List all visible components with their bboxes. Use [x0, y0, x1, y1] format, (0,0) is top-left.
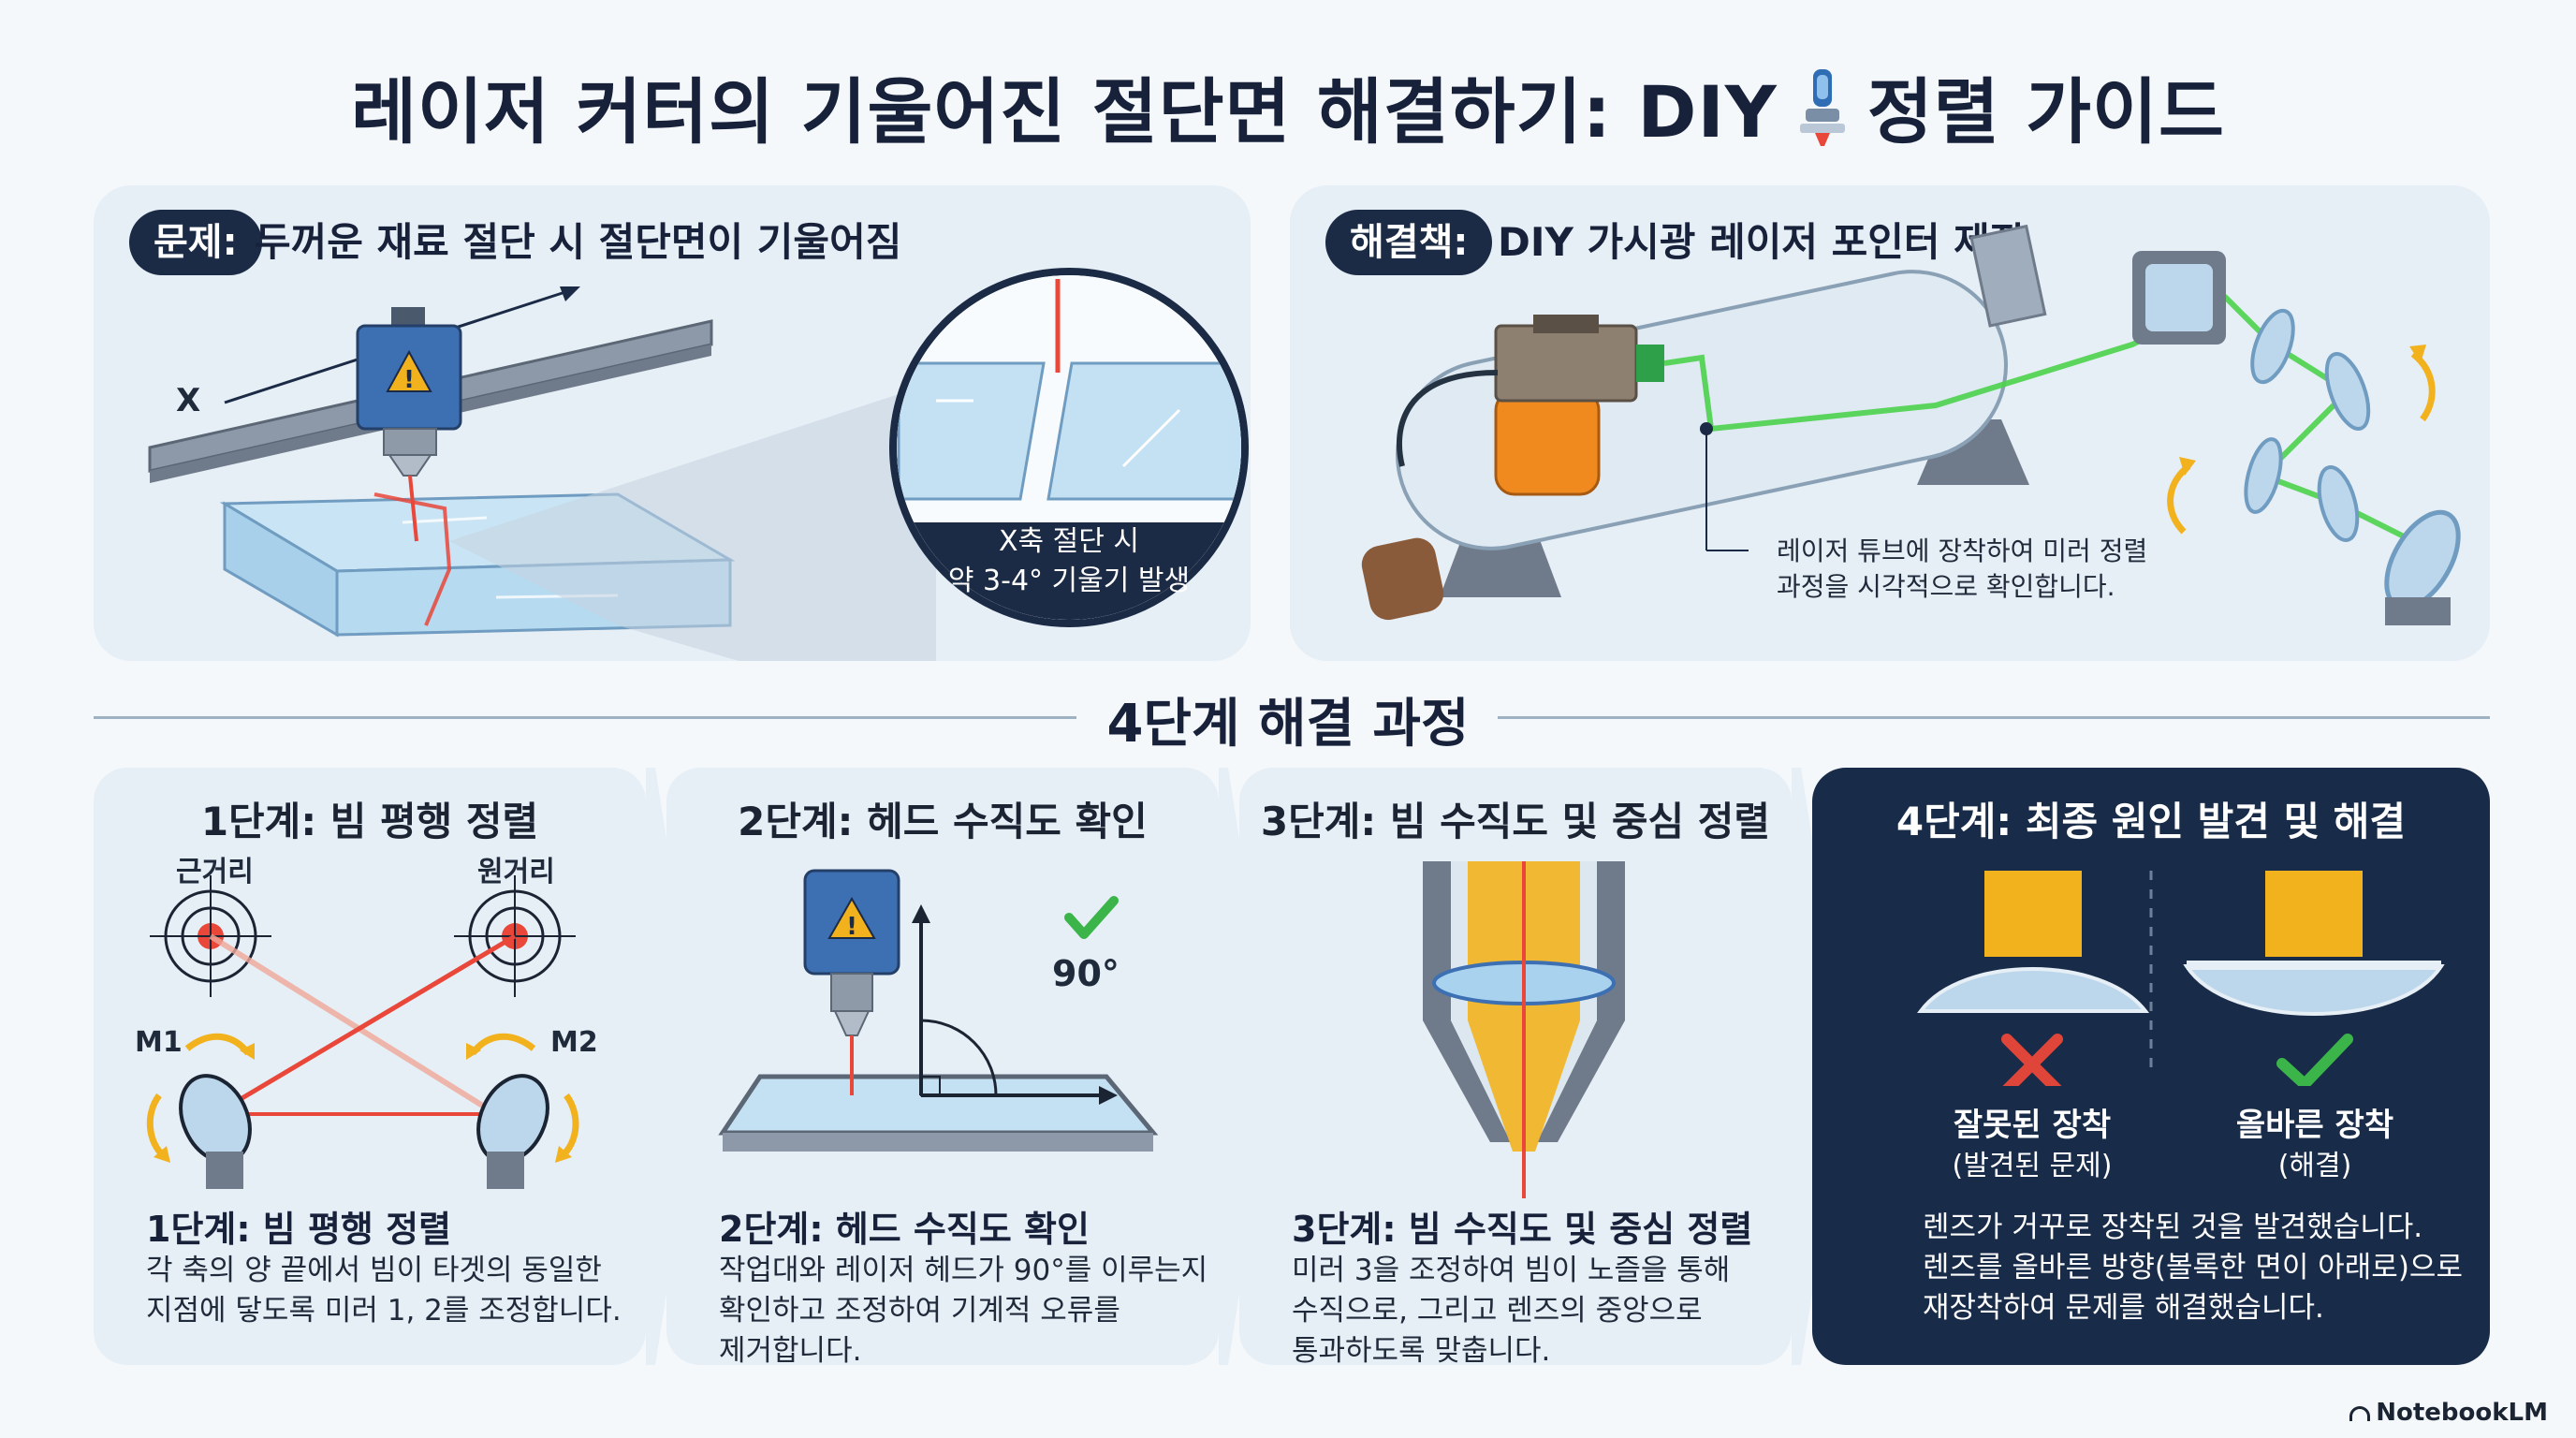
- step-4-illustration: [1917, 871, 2445, 1086]
- step-3-desc-line-2: 수직으로, 그리고 렌즈의 중앙으로: [1292, 1294, 1703, 1328]
- far-target-icon: [454, 875, 576, 997]
- mirror-1-label: M1: [135, 1026, 183, 1059]
- solution-description: DIY 가시광 레이저 포인터 제작: [1498, 219, 2027, 265]
- step-2-desc-line-3: 제거합니다.: [719, 1334, 862, 1368]
- step-2-subtitle: 2단계: 헤드 수직도 확인: [719, 1209, 1090, 1250]
- section-title: 4단계 해결 과정: [1106, 694, 1470, 755]
- callout-line-1: X축 절단 시: [998, 525, 1140, 558]
- footer-brand-text: NotebookLM: [2376, 1399, 2548, 1427]
- page-title: 레이저 커터의 기울어진 절단면 해결하기: DIY 정렬 가이드: [0, 54, 2576, 157]
- problem-illustration: !: [148, 268, 1249, 661]
- solution-illustration: [1361, 224, 2461, 625]
- callout-text: X축 절단 시 약 3-4° 기울기 발생: [908, 522, 1230, 601]
- title-text-after: 정렬 가이드: [1866, 70, 2225, 154]
- step-3-desc-line-3: 통과하도록 맞춥니다.: [1292, 1334, 1551, 1368]
- right-mount-text: 올바른 장착: [2235, 1107, 2394, 1144]
- step-3-desc-line-1: 미러 3을 조정하여 빔이 노즐을 통해: [1292, 1254, 1731, 1287]
- step-1-desc-line-1: 각 축의 양 끝에서 빔이 타겟의 동일한: [146, 1254, 602, 1287]
- laser-head-icon: [1799, 69, 1845, 146]
- step-3-description: 미러 3을 조정하여 빔이 노즐을 통해 수직으로, 그리고 렌즈의 중앙으로 …: [1292, 1251, 1816, 1372]
- callout-line-2: 약 3-4° 기울기 발생: [947, 565, 1191, 597]
- step-1-desc-line-2: 지점에 닿도록 미러 1, 2를 조정합니다.: [146, 1294, 622, 1328]
- solution-tag: 해결책:: [1325, 210, 1493, 275]
- section-divider-left: [94, 716, 1076, 719]
- section-divider-right: [1498, 716, 2490, 719]
- cross-icon: [2001, 1034, 2063, 1086]
- step-4-card: 4단계: 최종 원인 발견 및 해결 잘못된 장착 (발견된 문제) 올바른 장…: [1812, 768, 2490, 1365]
- wrong-mount-label: 잘못된 장착 (발견된 문제): [1915, 1105, 2149, 1187]
- step-2-desc-line-2: 확인하고 조정하여 기계적 오류를: [719, 1294, 1120, 1328]
- step-1-illustration: [146, 875, 579, 1189]
- step-3-card: 3단계: 빔 수직도 및 중심 정렬 3단계: 빔 수직도 및 중심 정렬 미러…: [1239, 768, 1792, 1368]
- step-2-card: 2단계: 헤드 수직도 확인 ! 90° 2단계: 헤드 수직도 확인 작업대와…: [666, 768, 1219, 1368]
- problem-tag: 문제:: [129, 210, 262, 275]
- notebooklm-icon: [2349, 1406, 2371, 1421]
- step-4-description: 렌즈가 거꾸로 장착된 것을 발견했습니다. 렌즈를 올바른 방향(볼록한 면이…: [1923, 1208, 2484, 1328]
- angle-label: 90°: [1052, 953, 1120, 994]
- mirror-2-label: M2: [550, 1026, 598, 1059]
- far-label: 원거리: [477, 856, 555, 888]
- step-4-desc-line-1: 렌즈가 거꾸로 장착된 것을 발견했습니다.: [1923, 1211, 2423, 1244]
- svg-text:!: !: [403, 366, 415, 394]
- title-text-before: 레이저 커터의 기울어진 절단면 해결하기: DIY: [351, 70, 1778, 154]
- solution-note: 레이저 튜브에 장착하여 미러 정렬 과정을 시각적으로 확인합니다.: [1777, 534, 2147, 605]
- check-icon: [1064, 896, 1119, 939]
- step-2-illustration: !: [718, 869, 1159, 1152]
- check-icon: [2276, 1034, 2353, 1086]
- x-axis-label: X: [176, 382, 201, 419]
- wrong-mount-text: 잘못된 장착: [1953, 1107, 2112, 1144]
- solution-panel: 해결책: DIY 가시광 레이저 포인터 제작: [1290, 185, 2490, 661]
- step-1-subtitle: 1단계: 빔 평행 정렬: [146, 1209, 452, 1250]
- right-mount-sub: (해결): [2277, 1150, 2352, 1182]
- step-1-title: 1단계: 빔 평행 정렬: [200, 799, 539, 844]
- step-4-title: 4단계: 최종 원인 발견 및 해결: [1895, 799, 2407, 844]
- step-3-subtitle: 3단계: 빔 수직도 및 중심 정렬: [1292, 1209, 1753, 1250]
- solution-note-line-1: 레이저 튜브에 장착하여 미러 정렬: [1777, 536, 2148, 566]
- step-2-title: 2단계: 헤드 수직도 확인: [738, 799, 1148, 844]
- right-mount-label: 올바른 장착 (해결): [2198, 1105, 2432, 1187]
- step-2-desc-line-1: 작업대와 레이저 헤드가 90°를 이루는지: [719, 1254, 1208, 1287]
- footer-brand: NotebookLM: [2349, 1399, 2548, 1427]
- near-label: 근거리: [176, 856, 254, 888]
- step-2-description: 작업대와 레이저 헤드가 90°를 이루는지 확인하고 조정하여 기계적 오류를…: [719, 1251, 1243, 1372]
- step-3-illustration: [1423, 861, 1625, 1198]
- step-4-desc-line-2: 렌즈를 올바른 방향(볼록한 면이 아래로)으로: [1923, 1251, 2463, 1284]
- svg-text:!: !: [846, 913, 857, 941]
- solution-note-line-2: 과정을 시각적으로 확인합니다.: [1777, 571, 2115, 602]
- step-1-card: 1단계: 빔 평행 정렬: [94, 768, 646, 1365]
- step-1-description: 각 축의 양 끝에서 빔이 타겟의 동일한 지점에 닿도록 미러 1, 2를 조…: [146, 1251, 670, 1331]
- step-3-title: 3단계: 빔 수직도 및 중심 정렬: [1260, 799, 1771, 844]
- problem-description: 두꺼운 재료 절단 시 절단면이 기울어짐: [255, 219, 902, 265]
- wrong-mount-sub: (발견된 문제): [1952, 1150, 2113, 1182]
- step-4-desc-line-3: 재장착하여 문제를 해결했습니다.: [1923, 1291, 2324, 1325]
- problem-panel: 문제: 두꺼운 재료 절단 시 절단면이 기울어짐 !: [94, 185, 1251, 661]
